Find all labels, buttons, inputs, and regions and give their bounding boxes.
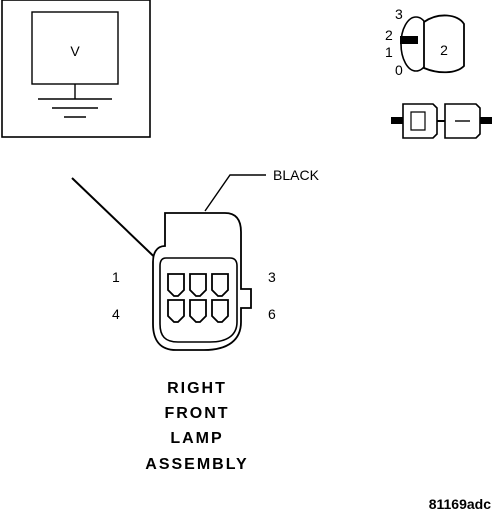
switch-selected-position: 2 [440,42,448,58]
connector-face [159,257,238,343]
switch-position-0: 0 [395,62,403,78]
ground-icon [38,98,112,118]
probe-arrow-line [71,177,169,271]
switch-position-1: 1 [385,44,393,60]
pin-cavity-5 [189,299,207,323]
component-title: RIGHT FRONT LAMP ASSEMBLY [145,380,248,473]
key-head-icon [423,14,465,74]
voltmeter-panel: V [1,0,151,138]
pin-cavity-3 [211,273,229,297]
pin-label-3: 3 [268,269,276,285]
title-line-1: RIGHT [167,380,227,397]
pin-cavity-4 [167,299,185,323]
switch-position-3: 3 [395,6,403,22]
title-line-4: ASSEMBLY [145,456,248,473]
switch-position-2: 2 [385,27,393,43]
voltmeter-outer-frame [1,0,151,138]
connector-color-label: BLACK [273,167,320,183]
pin-label-4: 4 [112,306,120,322]
color-callout-leader [204,174,266,212]
pin-label-6: 6 [268,306,276,322]
lamp-connector [152,212,252,351]
figure-id: 81169adc [429,496,491,512]
pin-cavity-1 [167,273,185,297]
pin-cavity-2 [189,273,207,297]
connector-body [152,212,252,351]
title-line-3: LAMP [170,430,223,447]
ignition-switch-icon: 3 2 1 0 2 [385,6,465,78]
pin-label-1: 1 [112,269,120,285]
switch-pointer [400,36,418,44]
probe-connector-icon [391,103,492,139]
pin-cavity-6 [211,299,229,323]
title-line-2: FRONT [164,405,229,422]
voltmeter-symbol: V [70,43,80,59]
